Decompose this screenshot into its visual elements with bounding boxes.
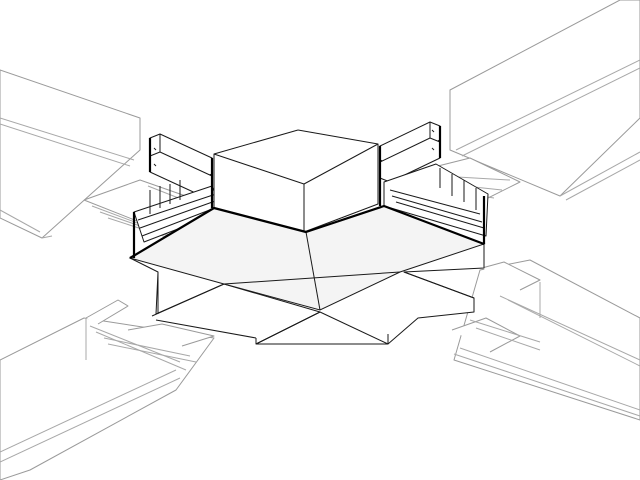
ceiling-panel-bottom-right <box>453 259 640 421</box>
outline-edges <box>129 126 486 259</box>
rail-profile-bottom-right <box>451 261 541 353</box>
arm-profile-left <box>133 180 223 243</box>
ceiling-panel-top-left <box>0 69 141 239</box>
ceiling-panel-top-right <box>449 0 640 201</box>
arm-profile-right <box>383 163 489 237</box>
ceiling-panel-bottom-left <box>0 317 215 480</box>
center-block <box>213 129 379 233</box>
rail-profile-bottom-left <box>85 299 215 363</box>
